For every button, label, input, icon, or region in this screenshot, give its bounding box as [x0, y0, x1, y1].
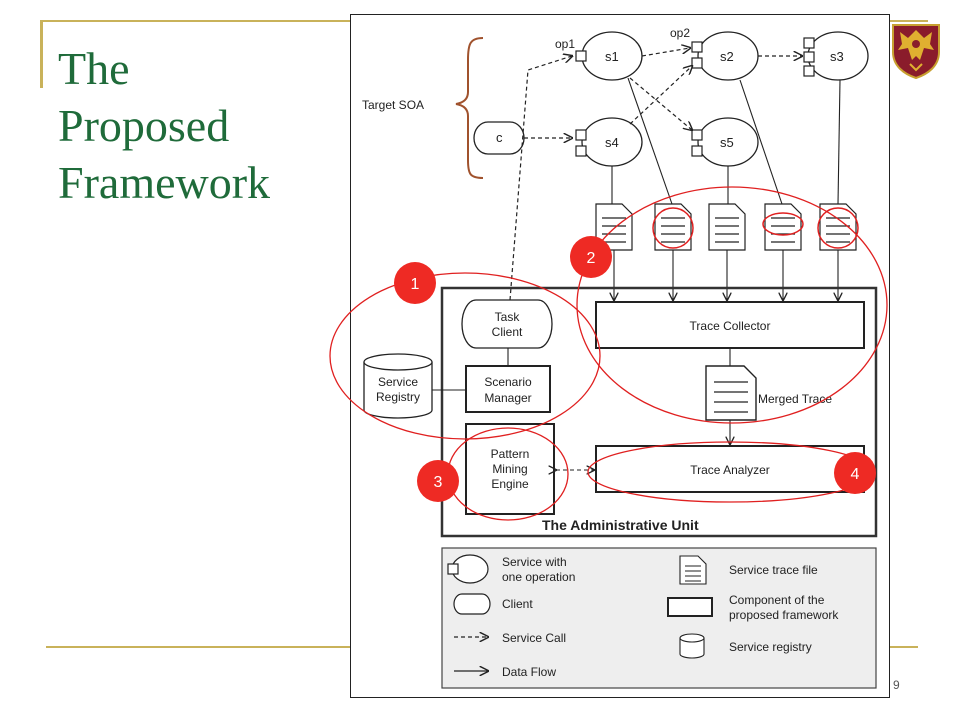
legend-service-call-label: Service Call — [502, 631, 566, 645]
badge-4: 4 — [834, 452, 876, 494]
administrative-unit-box — [440, 286, 878, 538]
s3-label: s3 — [830, 49, 844, 64]
legend-component-line-1: Component of the — [729, 593, 825, 607]
badge-2-label: 2 — [587, 250, 596, 267]
legend-client-label: Client — [502, 597, 533, 611]
client-node: c — [473, 121, 525, 155]
bottom-rule-right — [888, 646, 918, 648]
target-soa-label: Target SOA — [362, 98, 424, 112]
trace-file-3 — [708, 203, 746, 251]
badge-1-label: 1 — [411, 276, 420, 293]
highlight-ellipse-1 — [329, 272, 601, 440]
trace-file-1 — [595, 203, 633, 251]
page-number: 9 — [893, 678, 900, 692]
s1-label: s1 — [605, 49, 619, 64]
slide-title: The Proposed Framework — [58, 40, 270, 211]
s5-label: s5 — [720, 135, 734, 150]
service-s1: s1 — [575, 31, 643, 81]
pattern-line-2: Mining — [492, 462, 527, 476]
legend-box — [441, 547, 877, 689]
legend-component-icon — [667, 597, 713, 617]
pattern-mining-engine-box: Pattern Mining Engine — [465, 423, 555, 515]
target-soa-brace — [455, 37, 484, 179]
badge-2: 2 — [570, 236, 612, 278]
op1-label: op1 — [555, 37, 575, 51]
legend-service-line-1: Service with — [502, 555, 567, 569]
service-s5: s5 — [691, 117, 759, 167]
title-line-2: Proposed — [58, 100, 230, 151]
service-to-trace-lines — [611, 77, 841, 205]
legend: Service with one operation Client Servic… — [441, 547, 877, 689]
trace-analyzer-label: Trace Analyzer — [690, 463, 770, 477]
legend-client-icon — [453, 593, 491, 615]
title-line-3: Framework — [58, 157, 271, 208]
badge-3: 3 — [417, 460, 459, 502]
service-registry-line-2: Registry — [376, 390, 420, 404]
trace-collector-box: Trace Collector — [595, 301, 865, 349]
legend-trace-file-label: Service trace file — [729, 563, 818, 577]
left-accent-rule — [40, 20, 43, 88]
top-rule — [40, 20, 350, 22]
badge-4-label: 4 — [851, 466, 860, 483]
legend-service-icon — [447, 554, 489, 584]
trace-analyzer-box: Trace Analyzer — [595, 445, 865, 493]
service-s2: s2 — [691, 31, 759, 81]
task-client-node: Task Client — [461, 299, 553, 349]
highlight-ellipse-2 — [576, 186, 888, 424]
service-registry-node: Service Registry — [363, 353, 433, 419]
task-client-line-1: Task — [495, 310, 521, 324]
legend-data-flow-label: Data Flow — [502, 665, 556, 679]
service-registry-line-1: Service — [378, 375, 418, 389]
trace-file-5 — [819, 203, 857, 251]
client-label: c — [496, 130, 503, 145]
scenario-manager-line-1: Scenario — [484, 375, 532, 389]
title-line-1: The — [58, 43, 130, 94]
trace-file-4 — [764, 203, 802, 251]
service-s4: s4 — [575, 117, 643, 167]
op2-label: op2 — [670, 26, 690, 40]
trace-to-collector-arrows — [614, 250, 838, 300]
merged-trace-label: Merged Trace — [758, 392, 832, 406]
legend-registry-label: Service registry — [729, 640, 812, 654]
legend-component-line-2: proposed framework — [729, 608, 839, 622]
university-crest-icon — [892, 24, 940, 80]
scenario-manager-box: Scenario Manager — [465, 365, 551, 413]
pattern-line-1: Pattern — [491, 447, 530, 461]
service-s3: s3 — [803, 31, 869, 81]
merged-trace-file — [705, 365, 757, 421]
bottom-rule — [46, 646, 351, 648]
badge-3-label: 3 — [434, 474, 443, 491]
admin-unit-label: The Administrative Unit — [542, 517, 699, 533]
s4-label: s4 — [605, 135, 619, 150]
trace-file-2 — [654, 203, 692, 251]
trace-highlight-circles — [652, 207, 859, 249]
pattern-line-3: Engine — [491, 477, 529, 491]
legend-service-line-2: one operation — [502, 570, 575, 584]
service-call-arrows — [509, 48, 802, 301]
scenario-manager-line-2: Manager — [484, 391, 531, 405]
trace-collector-label: Trace Collector — [690, 319, 771, 333]
s2-label: s2 — [720, 49, 734, 64]
legend-trace-file-icon — [679, 555, 707, 585]
badge-1: 1 — [394, 262, 436, 304]
task-client-line-2: Client — [492, 325, 523, 339]
top-rule-right — [888, 20, 928, 22]
trace-files — [595, 203, 857, 251]
legend-registry-icon — [679, 633, 705, 659]
